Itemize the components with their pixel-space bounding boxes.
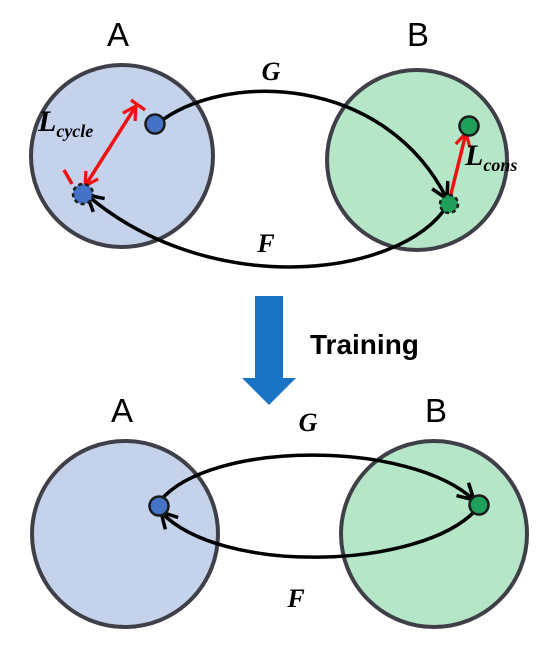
set-a-circle-bottom (30, 439, 220, 629)
bottom-panel: A B G F (30, 392, 529, 629)
point-b-target (458, 115, 480, 137)
set-b-circle-bottom (339, 439, 529, 629)
training-transition: Training (242, 296, 419, 405)
f-mapping-arrow-bottom (161, 508, 478, 559)
cons-loss-label: Lcons (464, 139, 517, 175)
point-b-bottom (468, 494, 490, 516)
cons-loss-arrow (447, 133, 466, 203)
set-b-label-bottom: B (425, 392, 447, 429)
top-panel: A B G F Lcycle Lcons (29, 16, 517, 269)
f-label-top: F (256, 229, 274, 258)
cycle-loss-indicator (62, 98, 147, 186)
g-label-top: G (262, 57, 281, 86)
set-a-label-top: A (107, 16, 129, 53)
g-mapping-arrow-bottom (158, 453, 474, 501)
g-mapping-arrow-top (155, 89, 447, 199)
set-a-label-bottom: A (111, 392, 133, 429)
point-a-bottom (148, 495, 170, 517)
g-label-bottom: G (299, 408, 318, 437)
point-a-original (144, 113, 166, 135)
set-b-label-top: B (407, 16, 429, 53)
point-b-translated (438, 193, 460, 215)
f-label-bottom: F (286, 584, 304, 613)
cycle-loss-label: Lcycle (37, 105, 93, 141)
f-mapping-arrow-top (87, 195, 449, 269)
training-arrow-icon (242, 296, 296, 405)
training-label: Training (310, 329, 419, 360)
point-a-reconstructed (71, 182, 95, 206)
set-b-circle-top (325, 68, 509, 252)
